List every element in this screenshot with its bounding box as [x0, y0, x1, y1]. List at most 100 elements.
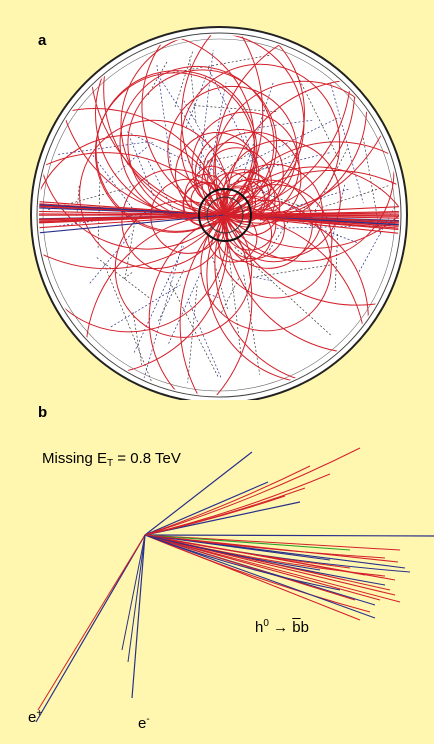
curl-track — [203, 142, 258, 196]
curl-track — [204, 193, 234, 223]
h-jet-track — [144, 534, 331, 561]
h-jet-track — [144, 534, 401, 603]
missing-et-subscript: T — [107, 458, 114, 469]
higgs-superscript: 0 — [263, 618, 269, 629]
dotted-track — [123, 272, 133, 280]
dotted-track — [330, 82, 364, 204]
vertex-inner-ring — [206, 196, 244, 234]
h-jet-track — [144, 534, 356, 601]
dotted-track — [288, 188, 349, 209]
straight-track — [39, 214, 226, 235]
electron-base: e — [138, 715, 147, 732]
curl-track — [194, 165, 230, 202]
dotted-track — [362, 137, 381, 236]
straight-track — [39, 213, 226, 216]
dotted-track — [48, 185, 135, 211]
curved-red-track — [180, 63, 341, 224]
dotted-track — [124, 213, 137, 280]
positron-track — [35, 534, 146, 723]
dotted-track — [255, 277, 273, 282]
curved-red-track — [181, 35, 399, 249]
dotted-track — [234, 246, 331, 336]
dotted-track — [146, 157, 179, 221]
dotted-track — [199, 150, 222, 184]
dotted-track — [243, 274, 261, 375]
dotted-track — [220, 278, 239, 314]
h-jet-track — [144, 534, 399, 563]
h-jet-track — [144, 534, 321, 571]
dotted-track — [228, 251, 242, 359]
curved-red-track — [127, 69, 278, 220]
red-tracks-group — [39, 35, 399, 395]
h-jet-track — [144, 534, 351, 551]
dotted-track — [147, 60, 169, 96]
curved-red-track — [218, 184, 333, 299]
upper-jet-track — [144, 447, 361, 536]
positron-base: e — [28, 709, 37, 726]
curl-track — [183, 181, 228, 227]
antibottom-symbol: b — [292, 619, 301, 636]
curved-red-track — [94, 72, 256, 233]
h-jet-track — [144, 534, 351, 569]
jet-tracks-group — [35, 447, 434, 723]
dotted-track — [110, 284, 181, 328]
vertex-detector-ring — [198, 188, 252, 242]
dotted-track — [183, 100, 223, 171]
panel-a-event-display: a — [30, 26, 408, 400]
panel-b-label: b — [38, 404, 48, 421]
curved-red-track — [216, 169, 270, 223]
dotted-track — [143, 237, 185, 379]
dotted-track — [185, 76, 207, 128]
h-jet-track — [144, 534, 434, 537]
straight-track — [224, 214, 399, 229]
decay-arrow: → — [268, 619, 293, 636]
positron-sup: + — [36, 708, 43, 719]
missing-et-annotation: Missing ET = 0.8 TeV — [42, 450, 181, 469]
straight-track — [39, 203, 226, 216]
upper-jet-track — [144, 487, 306, 536]
dotted-track — [256, 119, 313, 129]
upper-jet-track — [144, 465, 311, 536]
curved-red-track — [39, 152, 253, 395]
curved-red-track — [95, 70, 258, 232]
dotted-track — [167, 278, 219, 378]
detector-event-display — [30, 26, 408, 400]
positron-track — [37, 534, 146, 711]
dotted-track — [58, 141, 148, 155]
dotted-track — [132, 311, 143, 365]
panel-a-label: a — [38, 32, 47, 49]
dotted-track — [211, 255, 228, 310]
dotted-track — [231, 117, 338, 171]
straight-track — [224, 204, 399, 216]
missing-et-value: = 0.8 TeV — [113, 450, 181, 467]
dotted-track — [227, 150, 301, 187]
higgs-symbol: h — [255, 619, 264, 636]
straight-track — [224, 210, 399, 216]
straight-track — [39, 214, 226, 221]
curved-red-track — [119, 65, 275, 221]
curved-red-track — [79, 119, 229, 270]
upper-jet-track — [144, 495, 286, 536]
dotted-track — [133, 246, 184, 353]
straight-track — [39, 214, 226, 230]
bottom-symbol: b — [300, 619, 309, 636]
dotted-track — [208, 82, 227, 179]
electron-label: e- — [138, 714, 150, 732]
dotted-track — [213, 151, 252, 177]
jet-track-diagram — [35, 447, 434, 723]
h-jet-track — [144, 534, 381, 601]
dotted-track — [261, 191, 327, 216]
electron-sup: - — [146, 714, 150, 725]
dotted-track — [90, 152, 135, 212]
dotted-track — [197, 50, 214, 190]
positron-label: e+ — [28, 708, 42, 726]
h-jet-track — [144, 534, 361, 621]
dotted-track — [103, 264, 152, 381]
dotted-track — [168, 272, 202, 345]
straight-track — [224, 214, 399, 237]
h-jet-track — [144, 534, 376, 619]
electron-track — [121, 534, 146, 651]
curved-red-track — [39, 35, 264, 270]
electron-track — [127, 534, 146, 663]
missing-et-track — [144, 451, 253, 536]
